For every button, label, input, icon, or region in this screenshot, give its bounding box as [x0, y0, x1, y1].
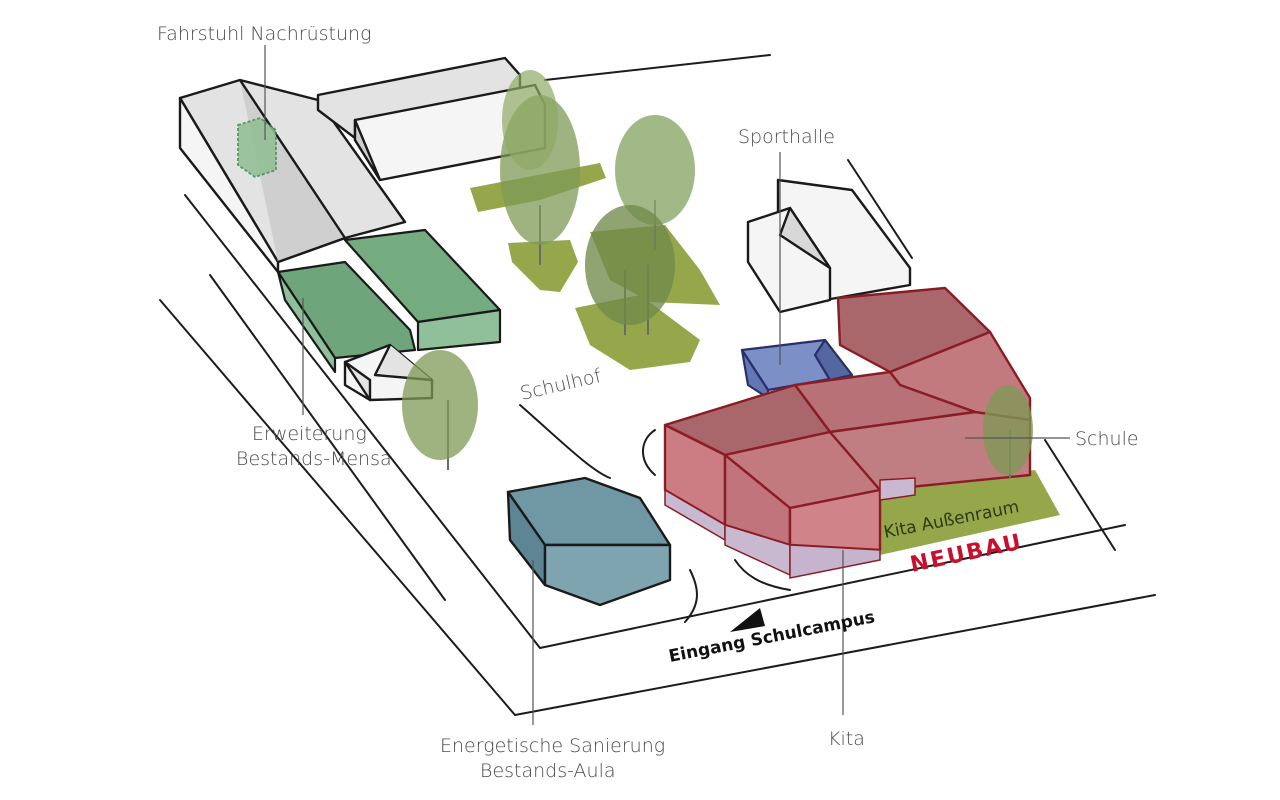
fahrstuhl-box	[237, 117, 277, 178]
label-sporthalle: Sporthalle	[738, 126, 835, 148]
mensa-extension	[276, 228, 502, 374]
aula-building	[506, 476, 672, 607]
label-schule: Schule	[1075, 428, 1139, 450]
lawn-west	[508, 240, 578, 292]
sporthalle-annex	[740, 338, 854, 400]
road-outlines	[159, 54, 1156, 716]
label-erweiterung-line2: Bestands-Mensa	[236, 448, 392, 470]
label-schulhof: Schulhof	[518, 365, 603, 405]
label-sanierung-line1: Energetische Sanierung	[440, 735, 665, 757]
neubau-building	[663, 286, 1032, 579]
label-sanierung-line2: Bestands-Aula	[480, 760, 616, 782]
leader-lines	[264, 45, 1070, 725]
label-fahrstuhl: Fahrstuhl Nachrüstung	[157, 23, 371, 45]
label-kita: Kita	[828, 728, 865, 750]
triangle-arrow-icon	[730, 608, 765, 632]
tree-icon	[500, 70, 580, 265]
lawn-kita-aussenraum	[878, 470, 1060, 555]
trees	[402, 70, 1033, 478]
sporthalle-building	[746, 178, 912, 314]
label-erweiterung-line1: Erweiterung	[252, 423, 367, 445]
tree-icon	[402, 350, 478, 470]
tree-icon	[585, 205, 675, 335]
label-eingang: Eingang Schulcampus	[667, 607, 876, 667]
